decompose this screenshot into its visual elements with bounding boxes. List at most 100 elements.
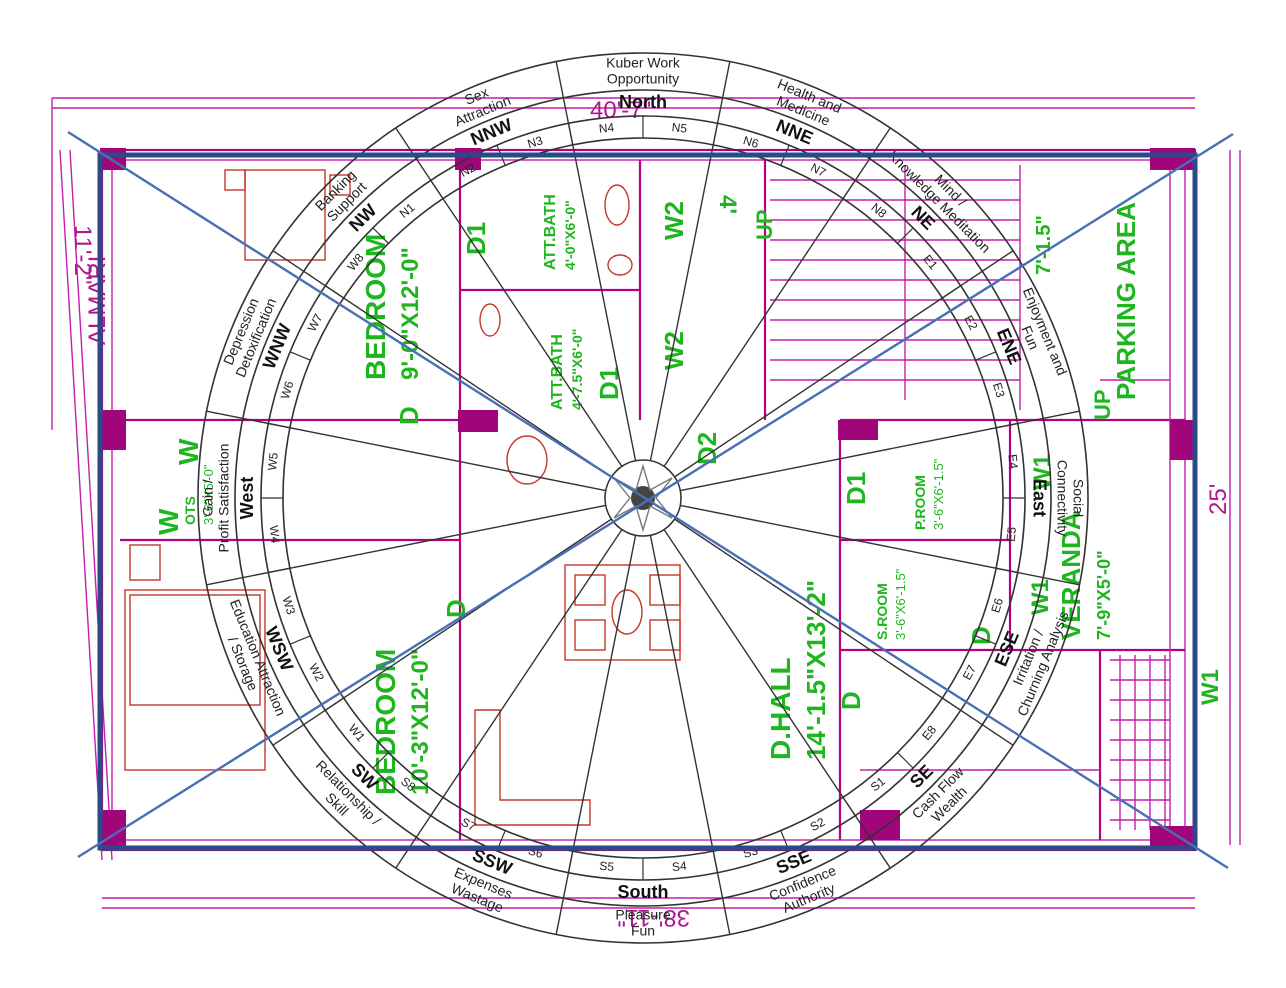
segment-label-e5: E5	[1004, 526, 1019, 542]
segment-line	[897, 752, 914, 769]
toilet-top	[604, 184, 630, 226]
wardrobe	[244, 169, 326, 261]
window-w2-top: W2	[659, 201, 689, 240]
window-w1-veranda: W1	[1027, 579, 1054, 615]
segment-label-n5: N5	[671, 120, 688, 135]
segment-label-n4: N4	[598, 120, 615, 135]
sofa	[474, 709, 591, 826]
plot-boundary-rectangle	[97, 152, 1198, 851]
diagonal-sw-ne	[77, 132, 1234, 859]
segment-label-n6: N6	[742, 133, 761, 151]
ots-label: OTS	[182, 496, 198, 525]
att-bath-mid-label: ATT.BATH	[549, 334, 566, 410]
bed	[124, 589, 266, 771]
attribute-label-south: Fun	[631, 923, 655, 939]
wash-basin	[506, 435, 548, 485]
up-parking-label: UP	[1090, 389, 1115, 420]
attribute-label-east: Social	[1070, 479, 1086, 517]
sector-line	[680, 410, 1080, 492]
s-room-label: S.ROOM	[874, 583, 890, 640]
left-height-dim: 11'-2"	[69, 225, 96, 284]
direction-label-east: East	[1029, 479, 1049, 517]
segment-label-n7: N7	[808, 160, 828, 180]
segment-line	[842, 180, 856, 200]
sector-line	[680, 504, 1080, 586]
segment-label-w5: W5	[265, 452, 281, 472]
s-room-size: 3'-6"X6'-1.5"	[893, 568, 908, 640]
bedroom-top-size: 9'-0"X12'-0"	[397, 247, 424, 380]
segment-line	[941, 697, 961, 711]
direction-label-west: West	[237, 477, 257, 520]
attribute-label-north: Kuber Work	[606, 55, 681, 71]
segment-line	[567, 123, 574, 146]
veranda-tiles	[860, 655, 1170, 830]
segment-line	[995, 567, 1018, 574]
right-height-dim: 25'	[1205, 484, 1232, 515]
att-bath-top-size: 4'-0"X6'-0"	[562, 200, 578, 270]
segment-line	[975, 351, 997, 361]
dining-table	[564, 564, 681, 661]
segment-label-n2: N2	[458, 160, 478, 180]
door-d1-right: D1	[841, 472, 871, 505]
sector-line	[555, 535, 637, 935]
attribute-label-north: Opportunity	[607, 71, 679, 87]
stair-width-label: 4'	[714, 195, 741, 214]
segment-line	[712, 850, 719, 873]
segment-label-e3: E3	[990, 381, 1008, 399]
att-bath-top-label: ATT.BATH	[542, 194, 559, 270]
segment-line	[325, 285, 345, 299]
segment-label-w3: W3	[279, 595, 298, 617]
segment-line	[372, 227, 389, 244]
segment-line	[567, 850, 574, 873]
segment-label-e7: E7	[960, 662, 979, 682]
ots-size: 3'-6"X5'-0"	[201, 464, 216, 525]
segment-line	[372, 752, 389, 769]
segment-label-e4: E4	[1005, 454, 1020, 470]
segment-line	[325, 697, 345, 711]
hub-ring	[604, 459, 682, 537]
segment-label-s7: S7	[459, 815, 479, 834]
segment-label-n3: N3	[526, 133, 545, 151]
segment-label-s5: S5	[599, 859, 615, 874]
window-w1-far: W1	[1197, 669, 1224, 705]
top-width-dim: 40'-7"	[590, 97, 651, 124]
segment-line	[268, 567, 291, 574]
att-bath-mid-size: 4'-7.5"X6'-0"	[569, 329, 585, 410]
d-hall-size: 14'-1.5"X13'-2"	[801, 580, 831, 760]
segment-line	[897, 227, 914, 244]
bedroom-top-label: BEDROOM	[360, 234, 391, 380]
segment-label-w6: W6	[278, 379, 297, 401]
segment-label-e6: E6	[988, 596, 1006, 614]
window-w-left: W	[153, 508, 184, 535]
attribute-label-west: Profit Satisfaction	[216, 444, 232, 553]
segment-line	[975, 635, 997, 645]
direction-label-south: South	[618, 882, 669, 902]
room-labels: BEDROOM 9'-0"X12'-0" BEDROOM 10'-3"X12'-…	[84, 194, 1141, 795]
bedroom-bottom-size: 10'-3"X12'-0"	[407, 649, 434, 795]
segment-line	[842, 796, 856, 816]
door-d1-top: D1	[461, 222, 491, 255]
direction-ring-outer	[234, 89, 1052, 907]
furniture	[124, 169, 681, 826]
segment-line	[268, 422, 291, 429]
sector-line	[663, 127, 891, 467]
segment-line	[430, 796, 444, 816]
staircase	[770, 165, 1021, 410]
up-stair-label: UP	[752, 209, 777, 240]
sector-line	[272, 518, 612, 746]
p-room-size: 3'-6"X6'-1.5"	[931, 458, 946, 530]
direction-label-north: North	[619, 92, 667, 112]
segment-label-s2: S2	[808, 815, 828, 834]
door-d-mid: D	[441, 599, 471, 618]
blue-overlay	[67, 130, 1234, 870]
parking-area-label: PARKING AREA	[1111, 202, 1141, 400]
outer-ring	[197, 52, 1089, 944]
segment-label-e2: E2	[961, 313, 980, 333]
sector-line	[674, 518, 1014, 746]
attribute-label-south: Pleasure	[615, 907, 670, 923]
door-d-top: D	[394, 406, 424, 425]
segment-label-w4: W4	[267, 525, 283, 545]
